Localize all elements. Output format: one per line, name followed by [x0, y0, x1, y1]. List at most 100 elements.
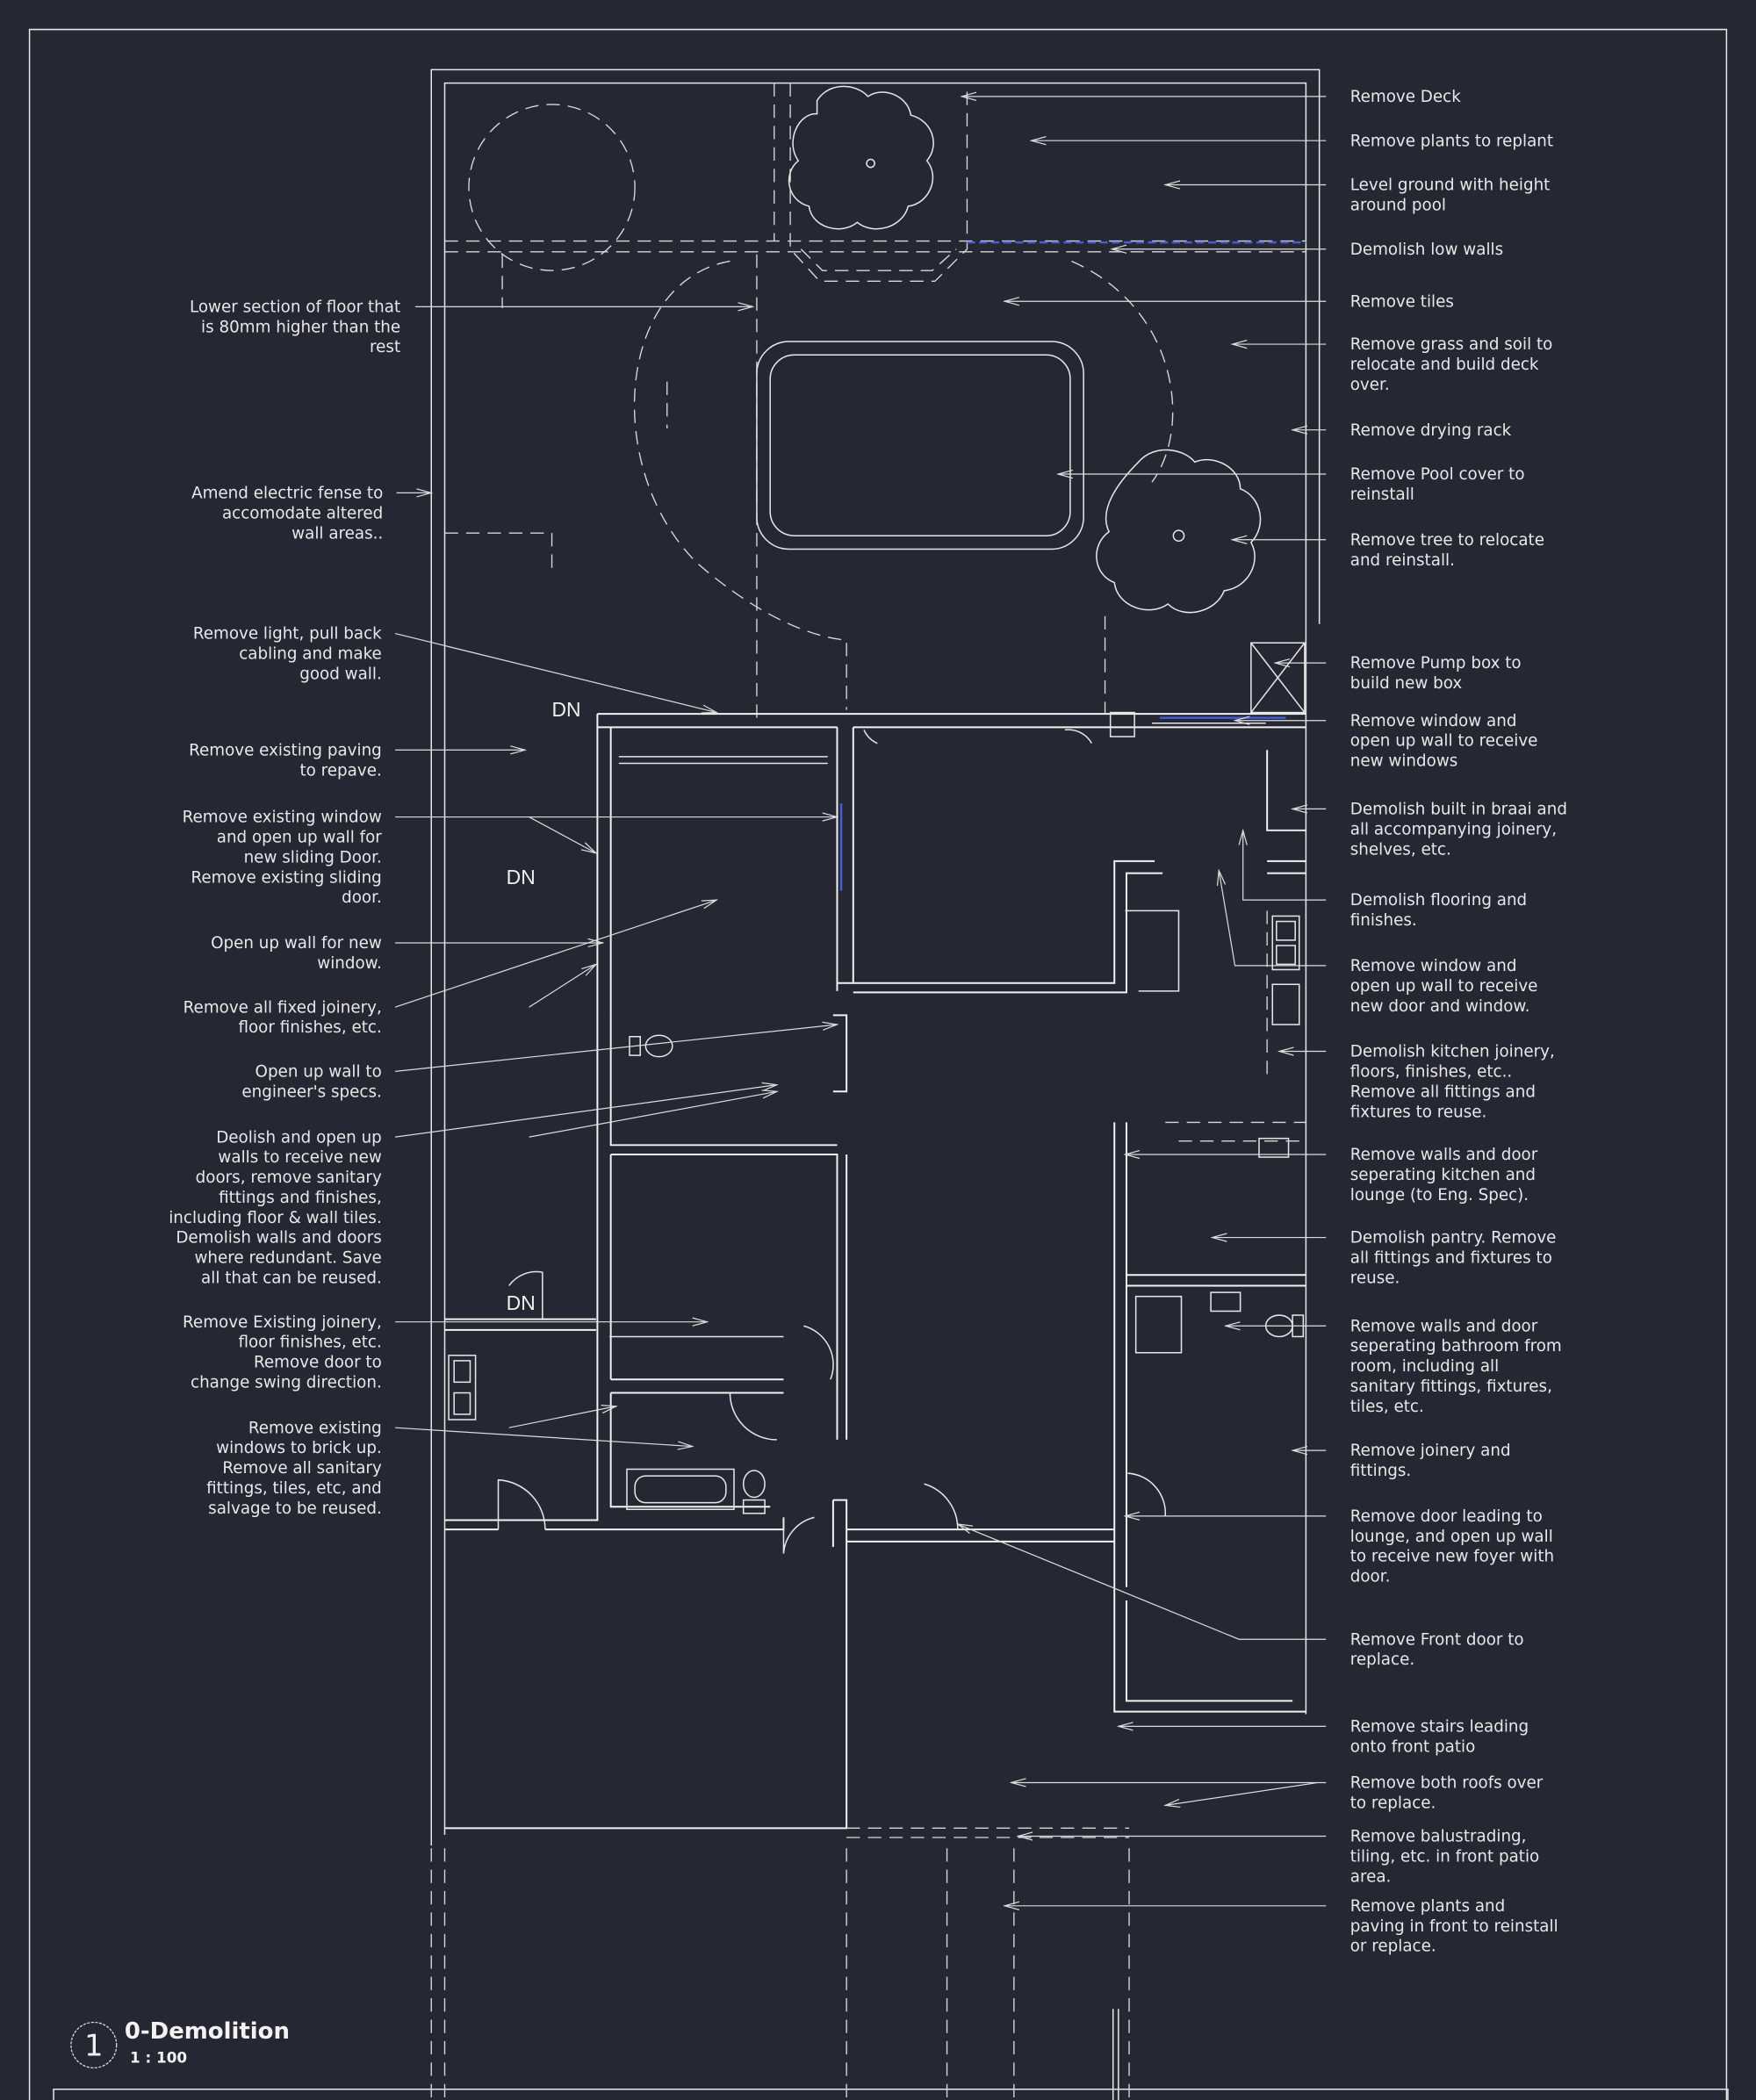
- leader-arrow: [394, 632, 716, 713]
- note-line: Demolish low walls: [1350, 241, 1503, 259]
- note-line: Remove existing window: [183, 809, 382, 827]
- note-line: new door and window.: [1350, 997, 1530, 1016]
- note-line: Remove Front door to: [1350, 1630, 1524, 1649]
- note-line: all fittings and fixtures to: [1350, 1249, 1552, 1268]
- tree-icon: [788, 85, 934, 230]
- demolition-note: Remove all fixed joinery,floor finishes,…: [184, 998, 382, 1037]
- note-line: floor finishes, etc.: [238, 1018, 381, 1037]
- note-line: Open up wall to: [255, 1063, 382, 1082]
- leader-arrow: [529, 816, 596, 853]
- leader-arrow: [1219, 871, 1327, 967]
- demolition-note: Remove balustrading,tiling, etc. in fron…: [1350, 1828, 1540, 1887]
- demolition-note: Remove door leading to lounge, and open u…: [1350, 1507, 1554, 1586]
- view-title: 0-Demolition: [125, 2018, 290, 2045]
- demolition-note: Remove window and open up wall to receive…: [1350, 712, 1538, 771]
- note-line: cabling and make: [239, 645, 382, 664]
- stair-down-label: DN: [507, 1291, 536, 1314]
- note-line: and open up wall for: [217, 829, 383, 847]
- note-line: window.: [317, 954, 382, 973]
- note-line: Demolish walls and doors: [176, 1229, 381, 1248]
- note-line: new windows: [1350, 752, 1458, 771]
- leader-arrow: [1243, 831, 1327, 901]
- demolition-note: Remove drying rack: [1350, 421, 1512, 440]
- note-line: door.: [1350, 1568, 1391, 1586]
- note-line: Remove walls and door: [1350, 1317, 1538, 1335]
- note-line: Remove tiles: [1350, 292, 1454, 311]
- note-line: wall areas..: [291, 524, 383, 543]
- note-line: reinstall: [1350, 485, 1414, 504]
- note-line: onto front patio: [1350, 1737, 1476, 1756]
- note-line: open up wall to receive: [1350, 732, 1538, 751]
- note-line: Demolish built in braai and: [1350, 801, 1567, 819]
- note-line: Remove all fixed joinery,: [184, 998, 382, 1017]
- note-line: walls to receive new: [218, 1148, 381, 1167]
- demolition-note: Remove Existing joinery,floor finishes, …: [183, 1313, 382, 1392]
- note-line: to replace.: [1350, 1794, 1436, 1812]
- sink-icon: [1210, 1137, 1290, 1312]
- garden-area: [444, 83, 1306, 723]
- demolition-note: Remove tiles: [1350, 292, 1454, 311]
- note-line: area.: [1350, 1867, 1392, 1886]
- leader-arrow: [394, 1085, 777, 1138]
- note-line: room, including all: [1350, 1357, 1500, 1376]
- note-line: Remove drying rack: [1350, 421, 1512, 440]
- note-line: including floor & wall tiles.: [169, 1209, 382, 1227]
- note-line: good wall.: [299, 665, 382, 683]
- note-line: salvage to be reused.: [208, 1499, 382, 1518]
- note-line: Deolish and open up: [216, 1128, 382, 1147]
- note-line: Demolish pantry. Remove: [1350, 1229, 1557, 1248]
- note-line: and reinstall.: [1350, 551, 1455, 570]
- note-line: build new box: [1350, 674, 1463, 693]
- note-line: Remove door to: [254, 1354, 382, 1372]
- note-line: sanitary fittings, fixtures,: [1350, 1377, 1552, 1396]
- toilet-icon: [629, 1034, 673, 1058]
- note-line: Remove light, pull back: [193, 625, 382, 644]
- note-line: Remove plants and: [1350, 1897, 1506, 1916]
- note-line: new sliding Door.: [244, 848, 382, 867]
- note-line: all that can be reused.: [201, 1269, 382, 1287]
- sink-icon: [1271, 915, 1300, 1025]
- note-line: Remove existing paving: [189, 741, 382, 759]
- door-swing-icon: [497, 1270, 1167, 1554]
- note-line: change swing direction.: [191, 1373, 382, 1392]
- note-line: lounge, and open up wall: [1350, 1528, 1553, 1546]
- sheet-frame: [28, 28, 1729, 2100]
- note-line: Remove all fittings and: [1350, 1082, 1536, 1101]
- note-line: Remove stairs leading: [1350, 1717, 1529, 1736]
- note-line: Remove door leading to: [1350, 1507, 1543, 1526]
- note-line: doors, remove sanitary: [196, 1169, 382, 1187]
- note-line: open up wall to receive: [1350, 977, 1538, 996]
- note-line: Remove window and: [1350, 712, 1517, 730]
- leader-arrow: [529, 1091, 777, 1138]
- note-line: relocate and build deck: [1350, 356, 1539, 374]
- table-icon: [1134, 1295, 1183, 1354]
- note-line: rest: [370, 338, 400, 356]
- note-line: finishes.: [1350, 911, 1417, 930]
- note-line: Amend electric fense to: [191, 484, 383, 502]
- note-line: seperating bathroom from: [1350, 1337, 1562, 1356]
- demolition-note: Demolish kitchen joinery,floors, finishe…: [1350, 1043, 1555, 1122]
- note-line: Remove walls and door: [1350, 1146, 1538, 1164]
- pump-box: [1250, 642, 1306, 714]
- fixtures: [448, 915, 1305, 1554]
- demolition-note: Remove plants to replant: [1350, 132, 1553, 150]
- view-number-bubble: [70, 2021, 118, 2068]
- leader-arrow: [395, 1427, 693, 1446]
- view-number: 1: [84, 2029, 103, 2063]
- leader-arrow: [394, 900, 716, 1008]
- note-line: is 80mm higher than the: [201, 318, 400, 336]
- note-line: Remove Deck: [1350, 88, 1461, 106]
